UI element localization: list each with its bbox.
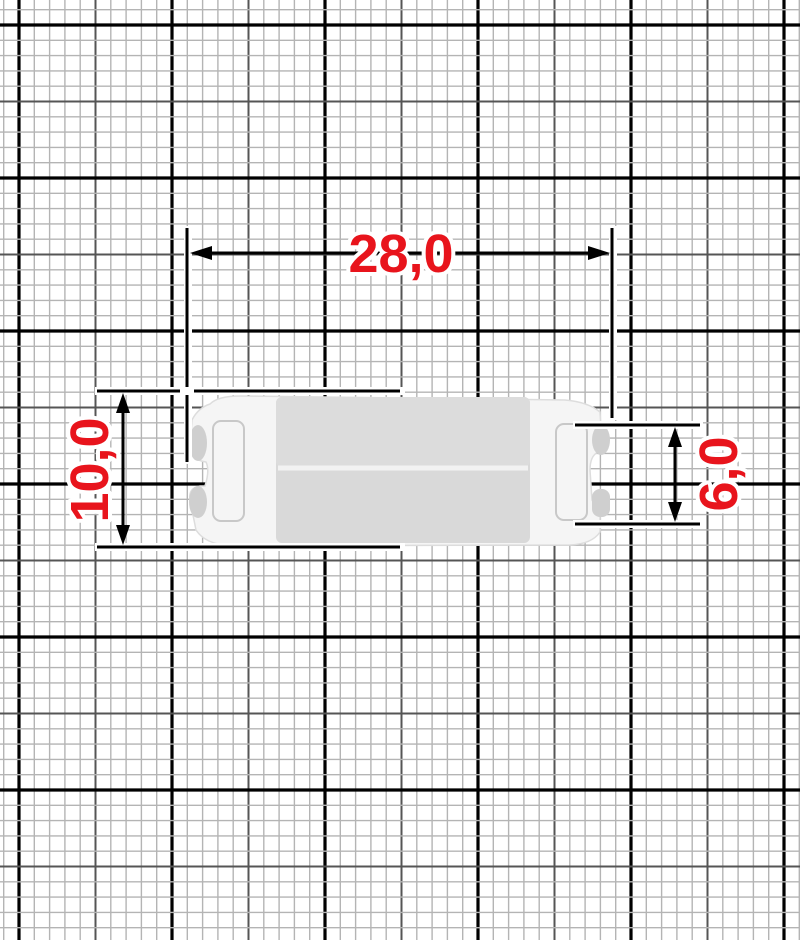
left-hook-top (189, 425, 207, 461)
arrowhead-down-icon (116, 525, 130, 545)
length-label: 28,0 (348, 224, 453, 284)
arrowhead-up-icon (116, 393, 130, 413)
right-slot (555, 423, 588, 521)
dimension-labels: 28,0 10,0 6,0 (56, 220, 753, 527)
arrowhead-right-icon (588, 246, 610, 260)
left-hook-bottom (189, 486, 207, 518)
slot-width-label: 6,0 (689, 436, 749, 511)
arrowhead-down-icon (668, 502, 682, 522)
arrowhead-left-icon (190, 246, 212, 260)
height-label: 10,0 (60, 417, 120, 522)
buckle-part (188, 395, 610, 547)
arrowhead-up-icon (668, 427, 682, 447)
center-panel-top (276, 397, 530, 467)
left-slot (212, 420, 245, 522)
right-hook-top (592, 425, 610, 455)
dimension-lines (95, 226, 703, 551)
right-hook-bottom (592, 489, 610, 517)
